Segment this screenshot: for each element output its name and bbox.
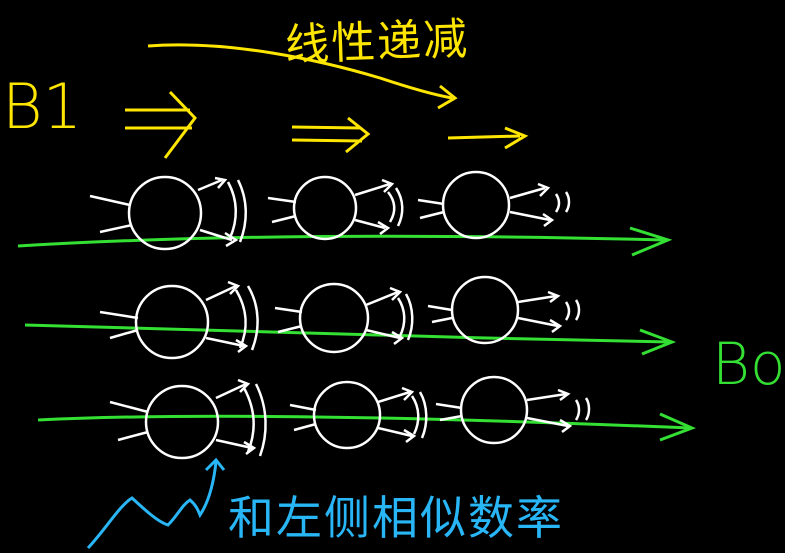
- spin-row-3: [109, 375, 591, 460]
- spin-circle: [134, 284, 210, 360]
- top-curved-arrow: [147, 43, 453, 100]
- green-line-1: [17, 226, 673, 257]
- spin-row-1: [89, 170, 571, 251]
- spin-circle: [441, 170, 511, 240]
- label-b1: B1: [2, 70, 83, 143]
- top-curved-arrow-head: [437, 84, 458, 110]
- spin-circle: [144, 384, 220, 460]
- yellow-arrow-small: [447, 126, 529, 150]
- spin-circle: [292, 175, 358, 241]
- yellow-arrow-medium: [291, 116, 371, 154]
- green-line-3: [37, 412, 696, 442]
- spin-circle: [298, 282, 370, 354]
- yellow-arrow-large: [125, 90, 197, 159]
- spin-circle: [127, 175, 203, 251]
- label-linear-decrease: 线性递减: [284, 13, 470, 72]
- spin-circle: [450, 275, 520, 345]
- spin-circle: [459, 375, 529, 445]
- blue-pointer-arrow: [86, 457, 226, 550]
- green-line-2: [24, 323, 677, 356]
- label-similar-rate-note: 和左侧相似数率: [228, 491, 564, 545]
- spin-row-2: [99, 275, 581, 360]
- label-b0: Bo: [712, 330, 785, 398]
- spin-circle: [312, 380, 382, 450]
